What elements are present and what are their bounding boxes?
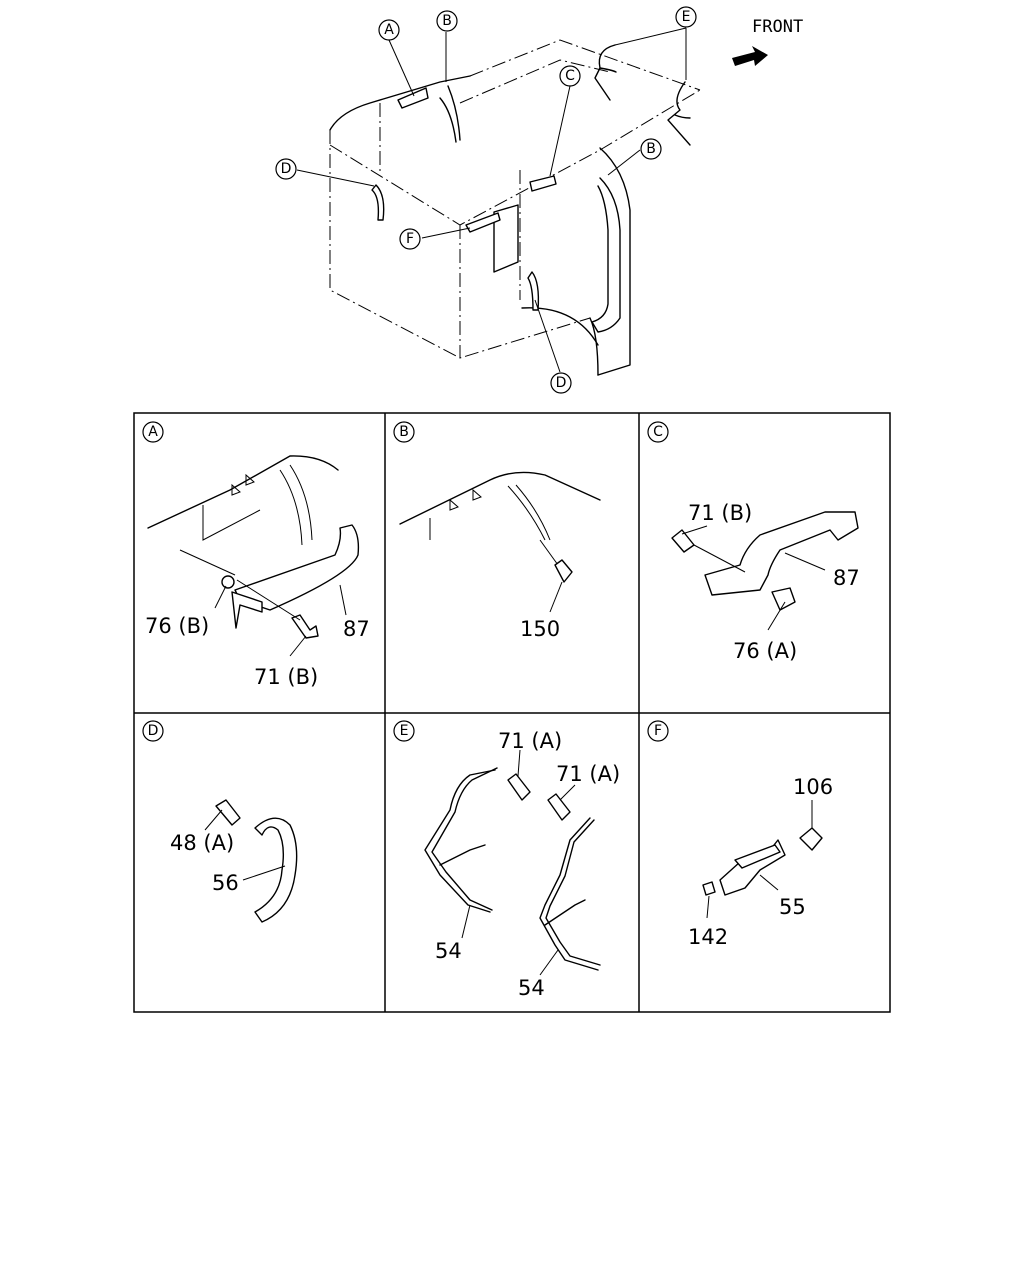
bolt-106: [799, 827, 823, 851]
panel-c-label: C: [653, 424, 663, 440]
panel-b: B 150: [393, 421, 601, 641]
part-87-label: 87: [343, 617, 370, 641]
bolt-71a-2: [547, 793, 571, 821]
bracket-76a: [771, 587, 796, 611]
part-48a-label: 48 (A): [170, 831, 234, 855]
clip-150: [554, 559, 573, 583]
part-55-label: 55: [779, 895, 806, 919]
svg-text:E: E: [682, 9, 691, 25]
grab-handle-87-c: [704, 511, 859, 596]
part-71a-2-label: 71 (A): [556, 762, 620, 786]
panel-e: E 71 (A) 71 (A) 54 54: [393, 720, 620, 1000]
svg-text:B: B: [442, 13, 452, 29]
grab-rail-56: [254, 817, 298, 923]
panel-f: F 106 55 142: [647, 720, 833, 949]
svg-text:B: B: [646, 141, 656, 157]
panel-a-label: A: [148, 424, 158, 440]
part-54-1-label: 54: [435, 939, 462, 963]
panel-d-label: D: [148, 723, 159, 739]
panel-d: D 48 (A) 56: [142, 720, 298, 923]
panel-b-label: B: [399, 424, 409, 440]
callout-b-2: B: [640, 138, 662, 160]
callout-d: D: [275, 158, 297, 180]
panel-c: C 71 (B) 87 76 (A): [647, 421, 860, 663]
panel-a: A 76 (B) 87 71 (B): [142, 421, 370, 689]
part-106-label: 106: [793, 775, 833, 799]
part-71b-label: 71 (B): [254, 665, 318, 689]
panel-f-label: F: [654, 723, 662, 739]
callout-d-2: D: [550, 372, 572, 394]
svg-text:D: D: [281, 161, 292, 177]
svg-text:A: A: [384, 22, 394, 38]
detail-grid: [133, 412, 891, 1013]
front-arrow: FRONT: [732, 17, 803, 66]
part-71b-c-label: 71 (B): [688, 501, 752, 525]
panel-e-label: E: [400, 723, 409, 739]
callout-b: B: [436, 10, 458, 32]
part-150-label: 150: [520, 617, 560, 641]
svg-text:F: F: [406, 231, 414, 247]
callout-c: C: [559, 65, 581, 87]
svg-text:D: D: [556, 375, 567, 391]
front-label: FRONT: [752, 17, 803, 37]
front-arrow-icon: [732, 46, 768, 66]
nut-142: [702, 881, 716, 896]
part-142-label: 142: [688, 925, 728, 949]
grab-handle-87: [234, 524, 360, 611]
bolt-71a-1: [507, 773, 531, 801]
part-76b-label: 76 (B): [145, 614, 209, 638]
svg-text:C: C: [565, 68, 575, 84]
callout-a: A: [378, 19, 400, 41]
washer-76b: [221, 575, 235, 589]
part-87-c-label: 87: [833, 566, 860, 590]
bolt-71b: [291, 614, 319, 639]
part-54-2-label: 54: [518, 976, 545, 1000]
cab-overview: [296, 27, 701, 376]
overview-callouts: A B C D E B F D: [275, 6, 697, 394]
part-76a-label: 76 (A): [733, 639, 797, 663]
part-71a-1-label: 71 (A): [498, 729, 562, 753]
callout-f: F: [399, 228, 421, 250]
part-56-label: 56: [212, 871, 239, 895]
bolt-48a: [215, 799, 241, 826]
callout-e: E: [675, 6, 697, 28]
